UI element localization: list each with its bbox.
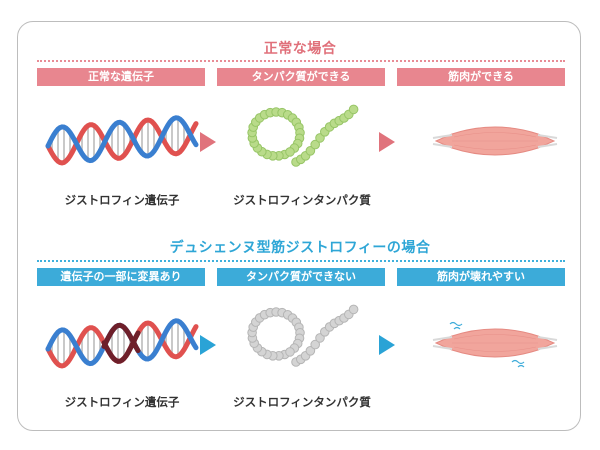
normal-arrow-2 bbox=[379, 132, 395, 152]
muscle-normal-icon bbox=[432, 126, 558, 156]
protein-chain-normal-icon bbox=[247, 104, 359, 167]
duchenne-arrow-1 bbox=[200, 335, 216, 355]
duchenne-dotted-divider bbox=[37, 260, 565, 262]
normal-section-title: 正常な場合 bbox=[263, 41, 337, 57]
duchenne-arrow-2 bbox=[379, 335, 395, 355]
normal-label-gene: 正常な遺伝子 bbox=[37, 68, 205, 86]
duchenne-label-muscle: 筋肉が壊れやすい bbox=[397, 268, 565, 286]
normal-caption-gene: ジストロフィン遺伝子 bbox=[64, 193, 180, 207]
duchenne-label-protein: タンパク質ができない bbox=[217, 268, 385, 286]
dna-mutated-icon bbox=[45, 318, 199, 369]
normal-caption-protein: ジストロフィンタンパク質 bbox=[233, 193, 371, 207]
muscle-damaged-icon bbox=[432, 321, 558, 368]
duchenne-section-title: デュシェンヌ型筋ジストロフィーの場合 bbox=[169, 240, 431, 256]
duchenne-caption-protein: ジストロフィンタンパク質 bbox=[233, 395, 371, 409]
normal-label-muscle: 筋肉ができる bbox=[397, 68, 565, 86]
normal-arrow-1 bbox=[200, 132, 216, 152]
duchenne-caption-gene: ジストロフィン遺伝子 bbox=[64, 395, 180, 409]
duchenne-label-gene: 遺伝子の一部に変異あり bbox=[37, 268, 205, 286]
protein-chain-gray-icon bbox=[247, 304, 359, 367]
normal-dotted-divider bbox=[37, 60, 565, 62]
normal-label-protein: タンパク質ができる bbox=[217, 68, 385, 86]
dna-normal-icon bbox=[45, 115, 199, 166]
